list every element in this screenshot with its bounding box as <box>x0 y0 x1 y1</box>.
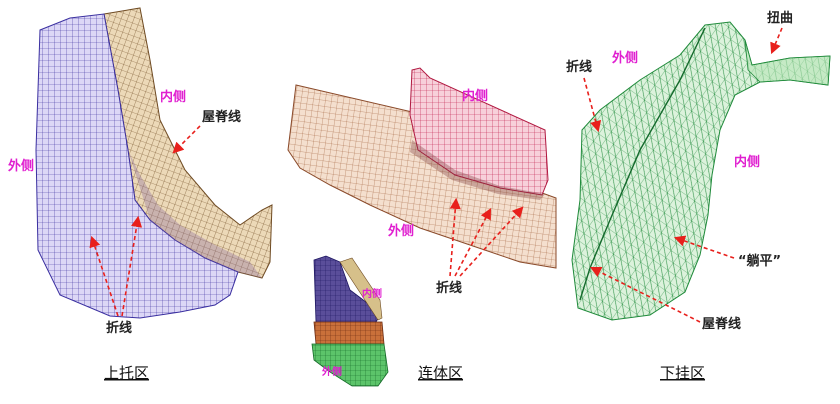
combined-caption: 连体区 <box>418 364 463 382</box>
lower-twist-label: 扭曲 <box>767 10 793 26</box>
upper-ridge-band <box>128 150 262 278</box>
inset-tan-edge <box>339 257 383 321</box>
upper-outer-label: 外侧 <box>7 158 34 174</box>
lower-ridge-crease <box>579 27 706 301</box>
combined-fold-arrow-2 <box>454 208 492 277</box>
upper-caption: 上托区 <box>104 364 149 382</box>
inset-inner-label: 内侧 <box>362 287 382 300</box>
upper-purple-surface <box>35 13 239 319</box>
combined-fold-label: 折线 <box>436 280 462 296</box>
combined-fold-arrow-3 <box>459 206 524 277</box>
combined-outer-label: 外侧 <box>387 223 414 239</box>
lower-caption: 下挂区 <box>660 364 705 382</box>
lower-flatten-arrow <box>673 235 735 259</box>
lower-inner-label: 内侧 <box>734 154 760 170</box>
lower-twist-arrow <box>770 27 783 55</box>
upper-inner-label: 内侧 <box>160 89 186 105</box>
inset-outer-label: 外侧 <box>321 365 342 378</box>
lower-panel: 外侧 内侧 扭曲 折线 “躺平” 屋脊线 下挂区 <box>566 10 831 382</box>
inset-green-block <box>311 343 389 387</box>
upper-panel: 内侧 外侧 屋脊线 折线 上托区 <box>7 7 273 382</box>
combined-panel: 内侧 外侧 折线 内侧 外侧 连体区 <box>287 67 557 387</box>
lower-ridge-arrow <box>589 266 701 323</box>
inset-rust-block <box>313 321 385 345</box>
lower-ridge-label: 屋脊线 <box>702 316 741 332</box>
combined-seam <box>410 140 545 200</box>
upper-ridge-arrow <box>172 125 201 154</box>
combined-fold-arrow-1 <box>449 197 461 277</box>
lower-fold-arrow <box>583 77 602 133</box>
upper-fold-arrow-right <box>121 215 143 317</box>
combined-inset: 内侧 外侧 <box>311 255 389 387</box>
upper-ridge-label: 屋脊线 <box>202 109 241 125</box>
lower-fold-label: 折线 <box>566 59 592 75</box>
lower-outer-label: 外侧 <box>611 50 638 66</box>
lower-flatten-label: “躺平” <box>738 253 781 269</box>
combined-pink-wall <box>409 67 549 196</box>
combined-inner-label: 内侧 <box>462 88 488 104</box>
upper-fold-label: 折线 <box>106 320 132 336</box>
lower-twist-flap <box>744 39 831 86</box>
